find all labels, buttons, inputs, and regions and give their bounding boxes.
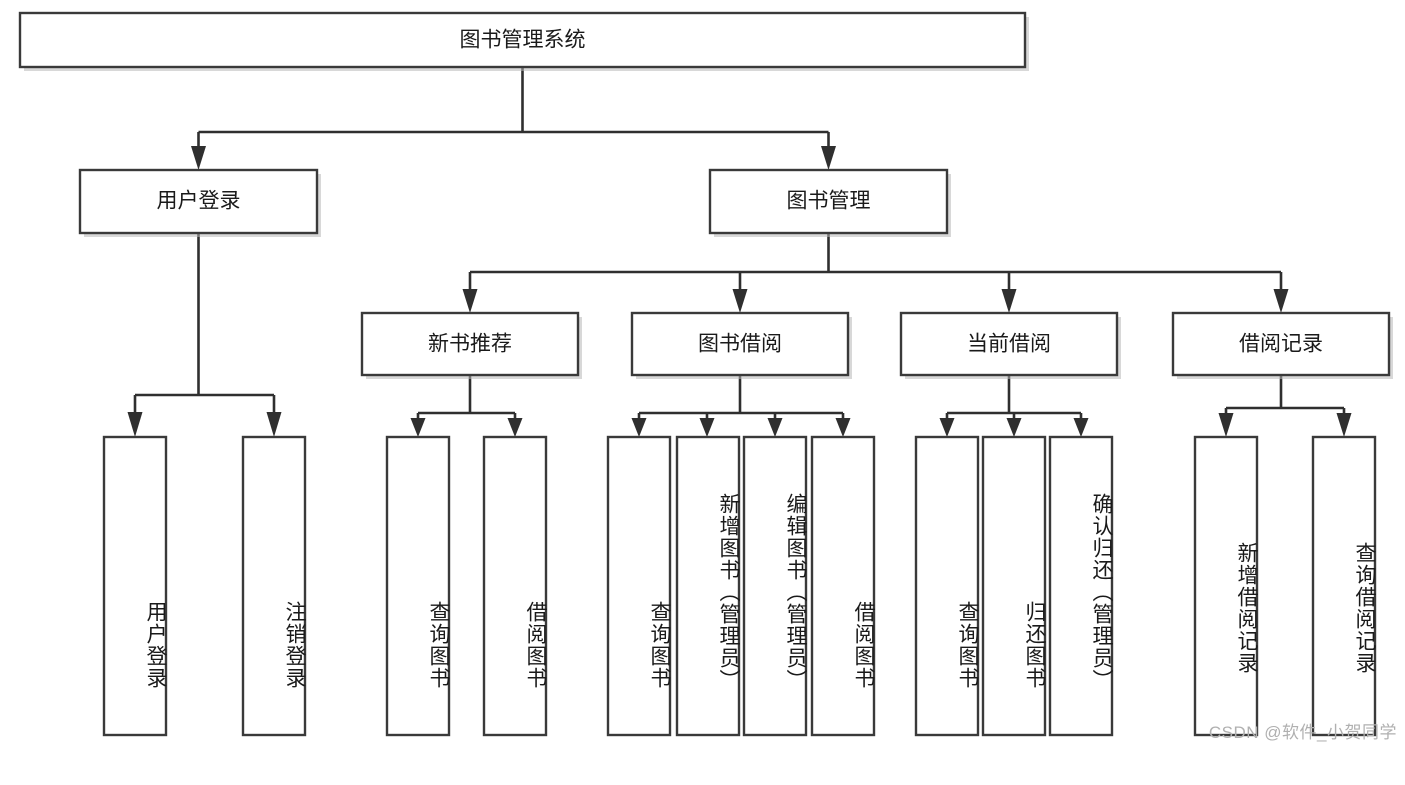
arrowhead-user-login	[191, 146, 206, 170]
leaf-box-logout[interactable]	[241, 435, 307, 737]
leaf-box-add-borrow-record[interactable]	[1193, 435, 1259, 737]
connector-borrow-to-leaves	[631, 375, 851, 437]
node-new-book-recommend[interactable]: 新书推荐	[360, 311, 582, 379]
arrowhead-leaf-11	[1073, 418, 1089, 437]
new-book-box-rect	[360, 311, 580, 377]
arrowhead-leaf-5	[631, 418, 647, 437]
node-user-login[interactable]: 用户登录	[78, 168, 321, 237]
borrow-records-label: 借阅记录	[1239, 333, 1323, 356]
arrowhead-current	[1001, 289, 1017, 313]
arrowhead-leaf-10	[1006, 418, 1022, 437]
root-label: 图书管理系统	[460, 29, 586, 52]
current-borrow-box-rect	[899, 311, 1119, 377]
connector-bookmgmt-to-level3	[462, 233, 1289, 313]
arrowhead-book-mgmt	[821, 146, 836, 170]
leaf-box-borrow-book[interactable]	[810, 435, 876, 737]
leaf-box-borrow-book-new[interactable]	[482, 435, 548, 737]
user-login-label: 用户登录	[157, 190, 241, 213]
arrowhead-records	[1273, 289, 1289, 313]
arrowhead-newbook	[462, 289, 478, 313]
csdn-watermark: CSDN @软件_小贺同学	[1208, 723, 1397, 742]
current-borrow-label: 当前借阅	[967, 333, 1051, 356]
connector-userlogin-to-leaves	[127, 233, 282, 437]
book-borrow-box-rect	[630, 311, 850, 377]
arrowhead-leaf-4	[507, 418, 523, 437]
node-borrow-records[interactable]: 借阅记录	[1171, 311, 1393, 379]
root-box-rect	[18, 11, 1027, 69]
leaf-box-edit-book-admin[interactable]	[742, 435, 808, 737]
diagram-canvas-container: 图书管理系统 用户登录 图书管理 新书推荐 图书借阅 当前借阅	[18, 11, 1397, 742]
node-current-borrow[interactable]: 当前借阅	[899, 311, 1121, 379]
leaf-box-query-book-new[interactable]	[385, 435, 451, 737]
arrowhead-leaf-7	[767, 418, 783, 437]
arrowhead-leaf-12	[1218, 413, 1234, 437]
leaf-box-confirm-return-admin[interactable]	[1048, 435, 1114, 737]
arrowhead-leaf-3	[410, 418, 426, 437]
arrowhead-leaf-1	[127, 412, 143, 437]
leaf-box-add-book-admin[interactable]	[675, 435, 741, 737]
arrowhead-leaf-2	[266, 412, 282, 437]
leaf-box-return-book[interactable]	[981, 435, 1047, 737]
book-borrow-label: 图书借阅	[698, 333, 782, 356]
borrow-records-box-rect	[1171, 311, 1391, 377]
user-login-box-rect	[78, 168, 319, 235]
leaf-box-query-borrow-record[interactable]	[1311, 435, 1377, 737]
leaf-box-user-login[interactable]	[102, 435, 168, 737]
arrowhead-borrow	[732, 289, 748, 313]
book-mgmt-label: 图书管理	[787, 190, 871, 213]
hierarchy-diagram-svg: 图书管理系统 用户登录 图书管理 新书推荐 图书借阅 当前借阅	[18, 11, 1393, 737]
arrowhead-leaf-13	[1336, 413, 1352, 437]
arrowhead-leaf-9	[939, 418, 955, 437]
connector-root-to-level2	[191, 67, 836, 170]
new-book-label: 新书推荐	[428, 333, 512, 356]
leaf-box-query-book-current[interactable]	[914, 435, 980, 737]
arrowhead-leaf-6	[699, 418, 715, 437]
connector-newbook-to-leaves	[410, 375, 523, 437]
leaf-box-query-book-borrow[interactable]	[606, 435, 672, 737]
leaf-boxes-group	[102, 435, 1377, 737]
book-mgmt-box-rect	[708, 168, 949, 235]
node-book-management[interactable]: 图书管理	[708, 168, 951, 237]
arrowhead-leaf-8	[835, 418, 851, 437]
connector-current-to-leaves	[939, 375, 1089, 437]
node-root-system[interactable]: 图书管理系统	[18, 11, 1029, 71]
node-book-borrow[interactable]: 图书借阅	[630, 311, 852, 379]
connector-records-to-leaves	[1218, 375, 1352, 437]
